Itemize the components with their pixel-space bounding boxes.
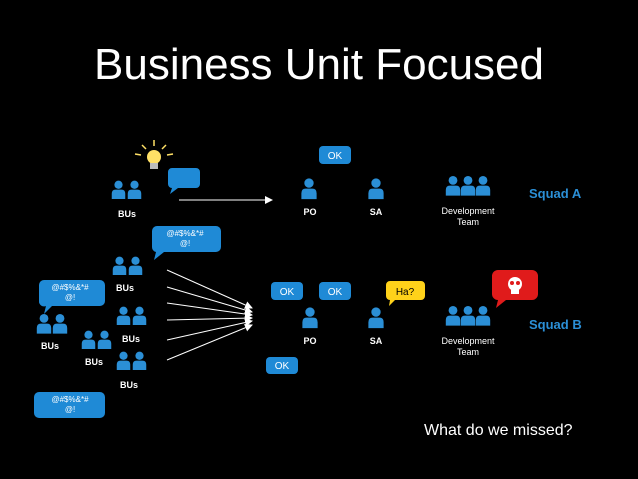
ok-bubble-b1-text: OK xyxy=(280,287,295,298)
ok-bubble-b1 xyxy=(271,282,303,300)
po-label-a: PO xyxy=(303,207,316,217)
dev-team-label-a-1: Development xyxy=(441,206,495,216)
bus-label-2: BUs xyxy=(116,283,134,293)
people-group-icon xyxy=(36,314,68,334)
converging-arrows xyxy=(166,269,253,361)
person-icon-sa-b xyxy=(368,307,384,329)
swear-bubble-3-line2: @! xyxy=(65,405,75,414)
dev-team-label-a-2: Team xyxy=(457,217,479,227)
ha-bubble: Ha? xyxy=(386,281,425,306)
people-group-icon xyxy=(111,180,142,199)
squad-a-label: Squad A xyxy=(529,186,582,201)
bus-label-3: BUs xyxy=(122,334,140,344)
arrow-icon xyxy=(166,302,253,318)
skull-bubble xyxy=(492,270,538,308)
bus-label-5: BUs xyxy=(85,357,103,367)
bus-label-4: BUs xyxy=(41,341,59,351)
dev-team-label-b-1: Development xyxy=(441,336,495,346)
speech-bubble-blank xyxy=(168,168,200,194)
sa-label-b: SA xyxy=(370,336,383,346)
swear-bubble-2-line1: @#$%&*# xyxy=(51,283,89,292)
person-icon-po-a xyxy=(301,178,317,200)
dev-team-label-b-2: Team xyxy=(457,347,479,357)
swear-bubble-2-line2: @! xyxy=(65,293,75,302)
person-icon-po-b xyxy=(302,307,318,329)
swear-bubble-1: @#$%&*# @! xyxy=(151,226,221,260)
closing-question: What do we missed? xyxy=(424,422,573,439)
sa-label-a: SA xyxy=(370,207,383,217)
ok-bubble-b2-text: OK xyxy=(328,287,343,298)
arrow-icon xyxy=(166,269,253,309)
ha-bubble-text: Ha? xyxy=(396,287,415,298)
bus-label-6: BUs xyxy=(120,380,138,390)
people-group-icon xyxy=(116,351,147,370)
swear-bubble-2: @#$%&*# @! xyxy=(38,280,105,314)
swear-bubble-1-line1: @#$%&*# xyxy=(166,229,204,238)
people-group-icon xyxy=(116,306,147,325)
bus-label-top: BUs xyxy=(118,209,136,219)
person-icon-sa-a xyxy=(368,178,384,200)
ok-bubble-b2 xyxy=(319,282,351,300)
arrow-icon xyxy=(166,314,253,323)
slide-title: Business Unit Focused xyxy=(94,40,544,89)
ok-bubble-b3-text: OK xyxy=(275,361,290,372)
people-group-icon xyxy=(445,306,491,326)
swear-bubble-1-line2: @! xyxy=(180,239,190,248)
po-label-b: PO xyxy=(303,336,316,346)
arrow-icon xyxy=(166,286,253,314)
skull-icon xyxy=(508,277,522,294)
squad-b-label: Squad B xyxy=(529,317,582,332)
lightbulb-icon xyxy=(134,140,174,169)
arrow-icon xyxy=(166,323,253,361)
people-group-icon xyxy=(81,330,112,349)
ok-bubble-top xyxy=(319,146,351,164)
people-group-icon xyxy=(445,176,491,196)
arrow-icon xyxy=(166,318,253,341)
swear-bubble-3-line1: @#$%&*# xyxy=(51,395,89,404)
ok-bubble-b3 xyxy=(266,357,298,374)
people-group-icon xyxy=(112,256,143,275)
swear-bubble-3: @#$%&*# @! xyxy=(34,392,105,418)
ok-bubble-top-text: OK xyxy=(328,151,343,162)
